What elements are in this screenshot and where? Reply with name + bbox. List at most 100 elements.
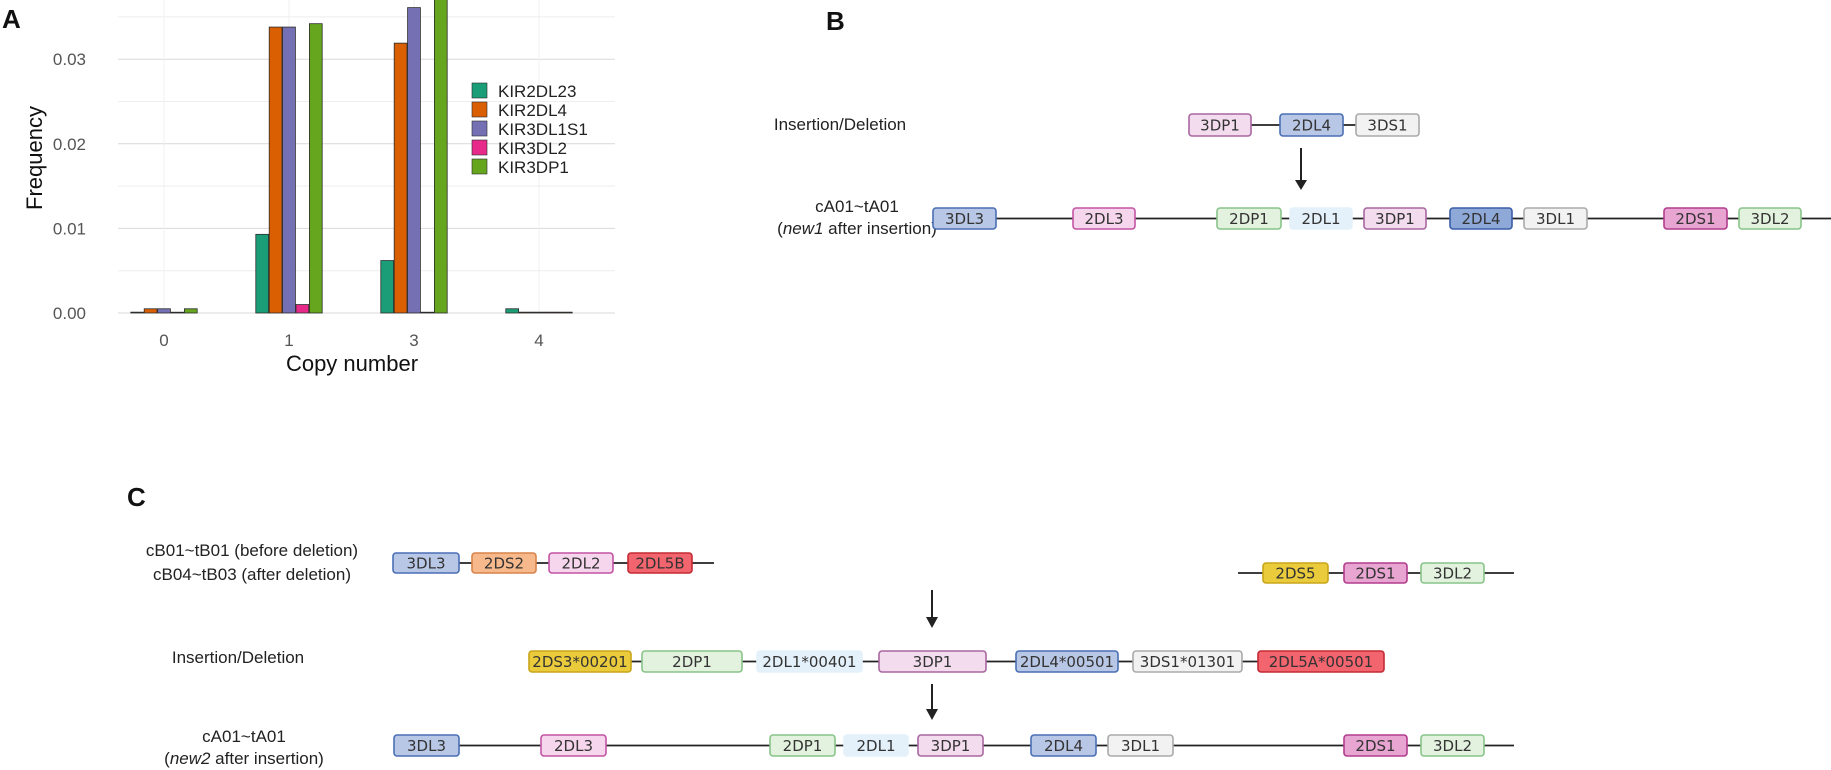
- bar-kir3dl2-1: [295, 304, 310, 314]
- gene-label: 3DP1: [1375, 210, 1415, 228]
- b-insert-row: 3DP1 2DL4 3DS1: [1188, 113, 1420, 137]
- gene-label: 3DL2: [1433, 737, 1472, 755]
- legend-swatch: [471, 158, 488, 175]
- panel-label-c: C: [127, 482, 146, 512]
- gene-box-2ds1: 2DS1: [1663, 207, 1728, 230]
- gene-label: 3DL2: [1433, 564, 1472, 582]
- gene-box-3ds1: 3DS1: [1355, 113, 1420, 137]
- bar-kir3dl1s1-0: [157, 308, 171, 314]
- bar-kir2dl4-1: [268, 26, 283, 314]
- gene-box-2dl3: 2DL3: [540, 734, 607, 757]
- legend-swatch: [471, 82, 488, 99]
- panel-label-a: A: [2, 4, 21, 34]
- b-arrow: [1295, 148, 1307, 190]
- bar-kir2dl23-4: [505, 308, 519, 314]
- gene-box-3dp1: 3DP1: [917, 734, 984, 757]
- gene-label: 3DL1: [1121, 737, 1160, 755]
- bar-kir2dl23-1: [255, 233, 270, 314]
- gene-label: 3DP1: [1200, 116, 1240, 134]
- gene-box-3dp1: 3DP1: [1188, 113, 1252, 137]
- gene-box-2ds2: 2DS2: [471, 552, 537, 574]
- bar-kir2dl23-3: [380, 260, 394, 314]
- gene-label: 2DS1: [1355, 564, 1395, 582]
- gene-box-3dp1: 3DP1: [878, 650, 987, 673]
- gene-box-2dl1-00401: 2DL1*00401: [756, 650, 863, 673]
- b-haplotype-label-2: (new1 after insertion): [777, 219, 937, 238]
- gene-box-2dl1: 2DL1: [843, 734, 909, 757]
- bar-kir2dl4-3: [393, 42, 408, 314]
- y-tick-label: 0.03: [53, 50, 86, 69]
- bar-kir3dp1-0: [183, 308, 198, 314]
- gene-label: 2DP1: [783, 737, 823, 755]
- legend-label: KIR3DL1S1: [498, 120, 588, 139]
- y-tick-label: 0.00: [53, 304, 86, 323]
- y-tick-label: 0.01: [53, 219, 86, 238]
- gene-box-3ds1-01301: 3DS1*01301: [1132, 650, 1243, 673]
- bar-kir3dp1-1: [308, 23, 323, 314]
- gene-box-3dl3: 3DL3: [392, 552, 460, 574]
- gene-box-2dl3: 2DL3: [1072, 207, 1136, 230]
- bar-kir3dl1s1-3: [407, 7, 421, 314]
- c-row1-label-2: cB04~tB03 (after deletion): [153, 565, 351, 584]
- c-haplotype-row: 3DL3 2DL3 2DP1 2DL1 3DP1 2DL4 3DL1 2DS1 3DL2: [393, 734, 1514, 757]
- gene-label: 3DL3: [407, 554, 446, 572]
- gene-box-2dl4: 2DL4: [1449, 207, 1513, 230]
- gene-box-2dl4: 2DL4: [1030, 734, 1097, 757]
- bar-kir3dl2-0: [170, 311, 185, 314]
- gene-box-3dl3: 3DL3: [932, 207, 997, 230]
- gene-label: 2DL4: [1292, 116, 1331, 134]
- gene-box-2dp1: 2DP1: [769, 734, 836, 757]
- gene-box-2ds1: 2DS1: [1343, 734, 1408, 757]
- diagram-b: Insertion/Deletion 3DP1 2DL4 3DS1 cA01~tA0…: [774, 113, 1831, 238]
- legend-label: KIR2DL23: [498, 82, 576, 101]
- gene-label: 2DS5: [1275, 564, 1315, 582]
- c-before-row: 3DL3 2DS2 2DL2 2DL5B 2DS5 2DS1 3DL2: [392, 552, 1514, 584]
- gene-label: 2DP1: [672, 653, 712, 671]
- gene-label: 2DS1: [1355, 737, 1395, 755]
- gene-box-2dl1: 2DL1: [1289, 207, 1353, 230]
- gene-label: 2DP1: [1229, 210, 1269, 228]
- b-insertion-label: Insertion/Deletion: [774, 115, 906, 134]
- panel-label-b: B: [826, 6, 845, 36]
- bar-kir3dp1-3: [433, 0, 448, 314]
- b-haplotype-label-1: cA01~tA01: [815, 197, 899, 216]
- bar-kir2dl4-4: [518, 311, 533, 314]
- legend-swatch: [471, 120, 488, 137]
- bar-kir3dl2-3: [420, 311, 435, 314]
- bar-kir2dl23-0: [130, 311, 145, 314]
- gene-label: 3DL2: [1751, 210, 1790, 228]
- legend-label: KIR3DP1: [498, 158, 569, 177]
- y-tick-label: 0.02: [53, 135, 86, 154]
- gene-label: 2DL1*00401: [762, 653, 856, 671]
- gene-box-3dl1: 3DL1: [1107, 734, 1174, 757]
- gene-label: 2DL5A*00501: [1269, 653, 1373, 671]
- gene-box-2dl2: 2DL2: [548, 552, 614, 574]
- gene-box-3dl2: 3DL2: [1420, 562, 1485, 584]
- c-arrow-1: [926, 590, 938, 628]
- gene-box-2ds3-00201: 2DS3*00201: [528, 650, 632, 673]
- bar-kir3dl2-4: [545, 311, 560, 314]
- gene-label: 2DL3: [1085, 210, 1124, 228]
- gene-label: 3DL3: [407, 737, 446, 755]
- c-haplotype-label-1: cA01~tA01: [202, 727, 286, 746]
- bar-kir3dl1s1-1: [282, 26, 296, 314]
- gene-label: 2DL5B: [635, 554, 684, 572]
- c-insertion-label: Insertion/Deletion: [172, 648, 304, 667]
- grid-layer: [118, 0, 615, 314]
- bar-kir2dl4-0: [143, 308, 158, 314]
- gene-box-2dp1: 2DP1: [1216, 207, 1282, 230]
- bar-kir3dp1-4: [559, 311, 573, 314]
- gene-box-2dl4-00501: 2DL4*00501: [1015, 650, 1119, 673]
- gene-box-2dl5a-00501: 2DL5A*00501: [1257, 650, 1385, 673]
- gene-box-3dl2: 3DL2: [1420, 734, 1485, 757]
- gene-box-3dl2: 3DL2: [1738, 207, 1802, 230]
- gene-box-2dl4: 2DL4: [1279, 113, 1344, 137]
- gene-label: 3DL1: [1536, 210, 1575, 228]
- b-haplotype-row: 3DL3 2DL3 2DP1 2DL1 3DP1 2DL4 3DL1 2DS1 3DL2: [932, 207, 1831, 230]
- gene-label: 2DL1: [857, 737, 896, 755]
- bars-layer: [130, 0, 573, 314]
- gene-label: 2DL4: [1044, 737, 1083, 755]
- legend-label: KIR3DL2: [498, 139, 567, 158]
